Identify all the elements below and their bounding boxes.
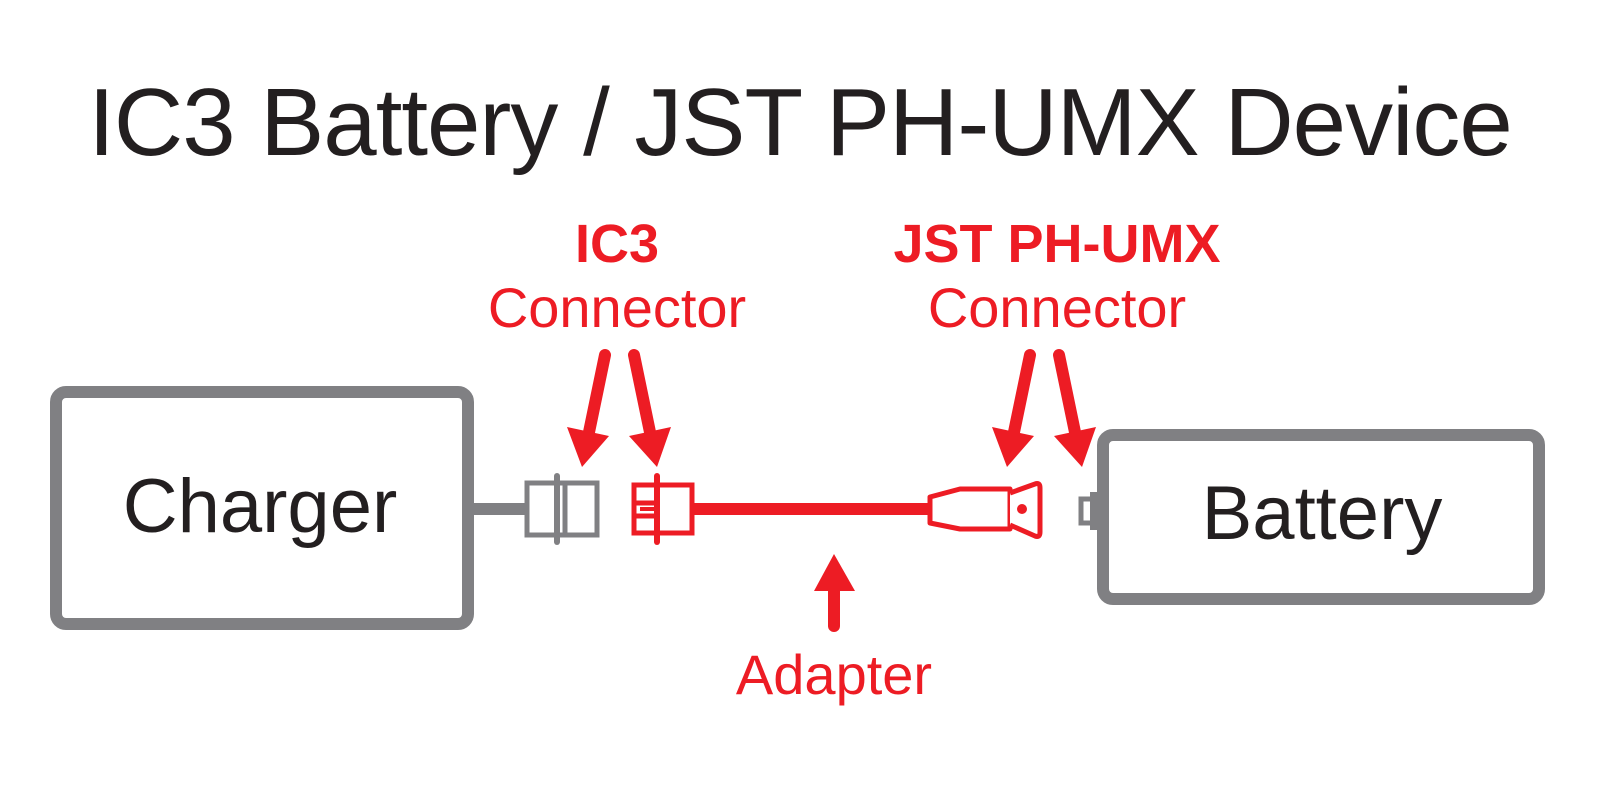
ic3-arrow-right-icon [628,349,671,467]
charger-lead-wire [468,503,526,515]
adapter-label: Adapter [736,643,932,706]
ic3-callout-title: IC3 [575,214,659,274]
charger-label: Charger [123,464,398,549]
ic3-callout-subtitle: Connector [488,276,746,339]
adapter-arrow-icon [814,554,855,632]
battery-box: Battery [1097,429,1545,605]
charger-box: Charger [50,386,474,630]
jst-arrow-right-icon [1053,349,1096,467]
battery-box-outline [1097,429,1545,605]
diagram-title: IC3 Battery / JST PH-UMX Device [88,69,1512,176]
battery-label: Battery [1202,471,1443,556]
adapter-cable [692,503,932,515]
adapter-ic3-connector-icon [631,473,695,545]
adapter-jst-plug-icon [927,481,1043,539]
ic3-arrow-left-icon [567,349,611,467]
jst-callout-subtitle: Connector [928,276,1186,339]
jst-arrow-left-icon [992,349,1036,467]
charger-ic3-connector-icon [524,473,600,545]
jst-callout-title: JST PH-UMX [893,214,1220,274]
